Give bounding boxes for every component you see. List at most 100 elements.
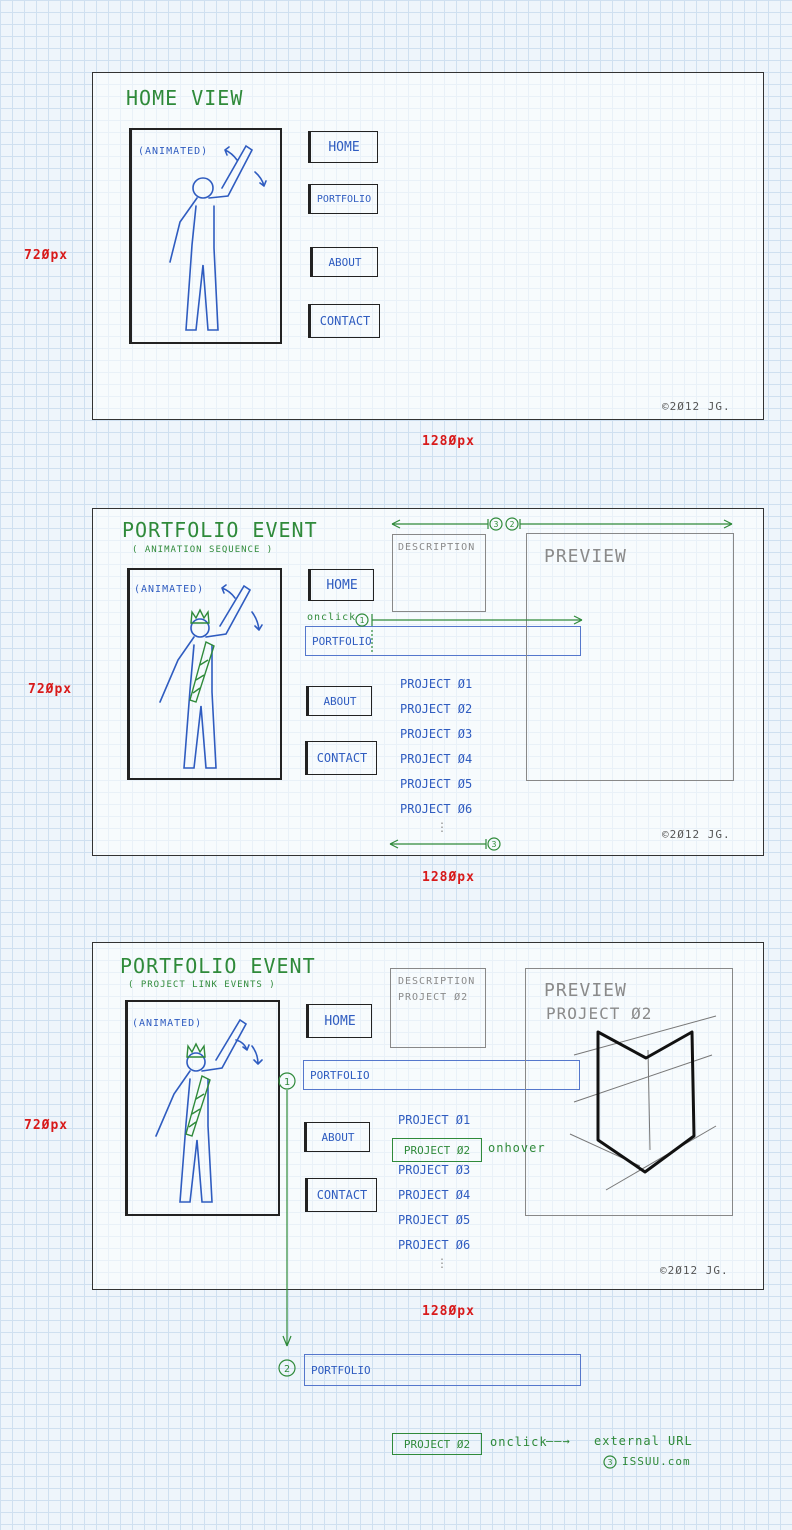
panel1-contact-button[interactable]: CONTACT [308,304,380,338]
motion-arrow-icon [224,146,238,161]
panel1-portfolio-button[interactable]: PORTFOLIO [308,184,378,214]
crown-icon [190,608,210,624]
panel2-ellipsis: ⋮ [436,820,449,834]
panel2-preview-box [526,533,734,781]
panel2-about-button[interactable]: ABOUT [306,686,372,716]
panel2-home-button[interactable]: HOME [308,569,374,601]
panel3-preview-label: PREVIEW [544,980,627,1001]
step-marker-1: 1 [284,1077,290,1088]
panel3-project-list: PROJECT Ø1 PROJECT Ø3 PROJECT Ø4 PROJECT… [398,1108,470,1258]
step-marker-1: 1 [360,616,365,625]
panel3-subtitle: ( PROJECT LINK EVENTS ) [128,980,276,990]
panel2-animation-box [127,568,282,780]
panel2-onclick-label: onclick [307,612,357,623]
panel1-title: HOME VIEW [126,86,244,110]
motion-arrow-icon [254,171,267,187]
project-link-04[interactable]: PROJECT Ø4 [398,1188,471,1202]
panel3-animation-box [125,1000,280,1216]
panel1-animation-box [129,128,282,344]
figure-head-icon [186,1052,206,1072]
panel3-description-project: PROJECT Ø2 [398,992,469,1003]
motion-arrow-icon [251,1045,263,1065]
panel2-contact-button[interactable]: CONTACT [305,741,377,775]
panel2-height-label: 72Øpx [28,682,73,697]
sash-icon [189,640,215,703]
project-link-06[interactable]: PROJECT Ø6 [398,1238,471,1252]
panel2-description-box [392,534,486,612]
panel2-preview-label: PREVIEW [544,546,627,567]
panel3-animated-label: (ANIMATED) [132,1018,203,1029]
portfolio-event-frame [92,508,764,856]
panel3-preview-project: PROJECT Ø2 [546,1004,653,1023]
footer-arrow: ——→ [546,1434,571,1448]
panel3-preview-box [525,968,733,1216]
panel2-description-label: DESCRIPTION [398,542,476,553]
panel3-contact-button[interactable]: CONTACT [305,1178,377,1212]
panel3-title: PORTFOLIO EVENT [120,954,316,978]
project-link-01[interactable]: PROJECT Ø1 [400,677,473,691]
panel3-ellipsis: ⋮ [436,1256,449,1270]
footer-issuu-label: ISSUU.com [622,1455,691,1468]
project-link-05[interactable]: PROJECT Ø5 [400,777,473,791]
step-marker-3: 3 [608,1458,613,1467]
panel2-project-list: PROJECT Ø1 PROJECT Ø2 PROJECT Ø3 PROJECT… [400,672,472,822]
panel2-copyright: ©2Ø12 JG. [662,828,731,841]
panel3-height-label: 72Øpx [24,1118,69,1133]
project-link-02-hovered[interactable]: PROJECT Ø2 [392,1138,482,1162]
panel3-copyright: ©2Ø12 JG. [660,1264,729,1277]
panel1-width-label: 128Øpx [422,434,475,449]
panel3-width-label: 128Øpx [422,1304,475,1319]
preview-guide-line [647,1049,651,1151]
panel1-about-button[interactable]: ABOUT [310,247,378,277]
panel1-home-button[interactable]: HOME [308,131,378,163]
step-marker-2: 2 [510,520,515,529]
panel2-animated-label: (ANIMATED) [134,584,205,595]
crown-icon [186,1042,206,1058]
motion-arrow-icon [235,1039,250,1051]
panel1-copyright: ©2Ø12 JG. [662,400,731,413]
step-marker-3: 3 [494,520,499,529]
footer-portfolio-bar[interactable]: PORTFOLIO [304,1354,581,1386]
figure-body-icon [155,1018,248,1203]
figure-body-icon [159,584,252,769]
figure-head-icon [192,177,214,199]
home-view-frame [92,72,764,420]
footer-external-url-label: external URL [594,1434,693,1448]
figure-head-icon [190,618,210,638]
figure-body-icon [169,144,254,331]
project-link-01[interactable]: PROJECT Ø1 [398,1113,471,1127]
footer-onclick-label: onclick [490,1435,548,1449]
panel3-onhover-label: onhover [488,1141,546,1155]
project-link-06[interactable]: PROJECT Ø6 [400,802,473,816]
panel2-width-label: 128Øpx [422,870,475,885]
project-link-05[interactable]: PROJECT Ø5 [398,1213,471,1227]
magazine-icon [596,1030,696,1174]
panel3-description-box [390,968,486,1048]
footer-project-box[interactable]: PROJECT Ø2 [392,1433,482,1455]
panel2-subtitle: ( ANIMATION SEQUENCE ) [132,545,274,555]
project-link-02[interactable]: PROJECT Ø2 [400,702,473,716]
panel1-animated-label: (ANIMATED) [138,146,209,157]
panel3-about-button[interactable]: ABOUT [304,1122,370,1152]
step-marker-2: 2 [284,1364,290,1375]
panel2-portfolio-bar[interactable]: PORTFOLIO [305,626,581,656]
panel2-title: PORTFOLIO EVENT [122,518,318,542]
project-link-03[interactable]: PROJECT Ø3 [400,727,473,741]
panel1-height-label: 72Øpx [24,248,69,263]
project-link-03[interactable]: PROJECT Ø3 [398,1163,471,1177]
sash-icon [185,1074,211,1137]
panel3-portfolio-bar[interactable]: PORTFOLIO [303,1060,580,1090]
project-link-04[interactable]: PROJECT Ø4 [400,752,473,766]
step-marker-3: 3 [492,840,497,849]
panel3-description-label: DESCRIPTION [398,976,476,987]
motion-arrow-icon [251,611,263,631]
preview-guide-line [605,1125,717,1191]
motion-arrow-icon [221,584,236,599]
panel3-home-button[interactable]: HOME [306,1004,372,1038]
